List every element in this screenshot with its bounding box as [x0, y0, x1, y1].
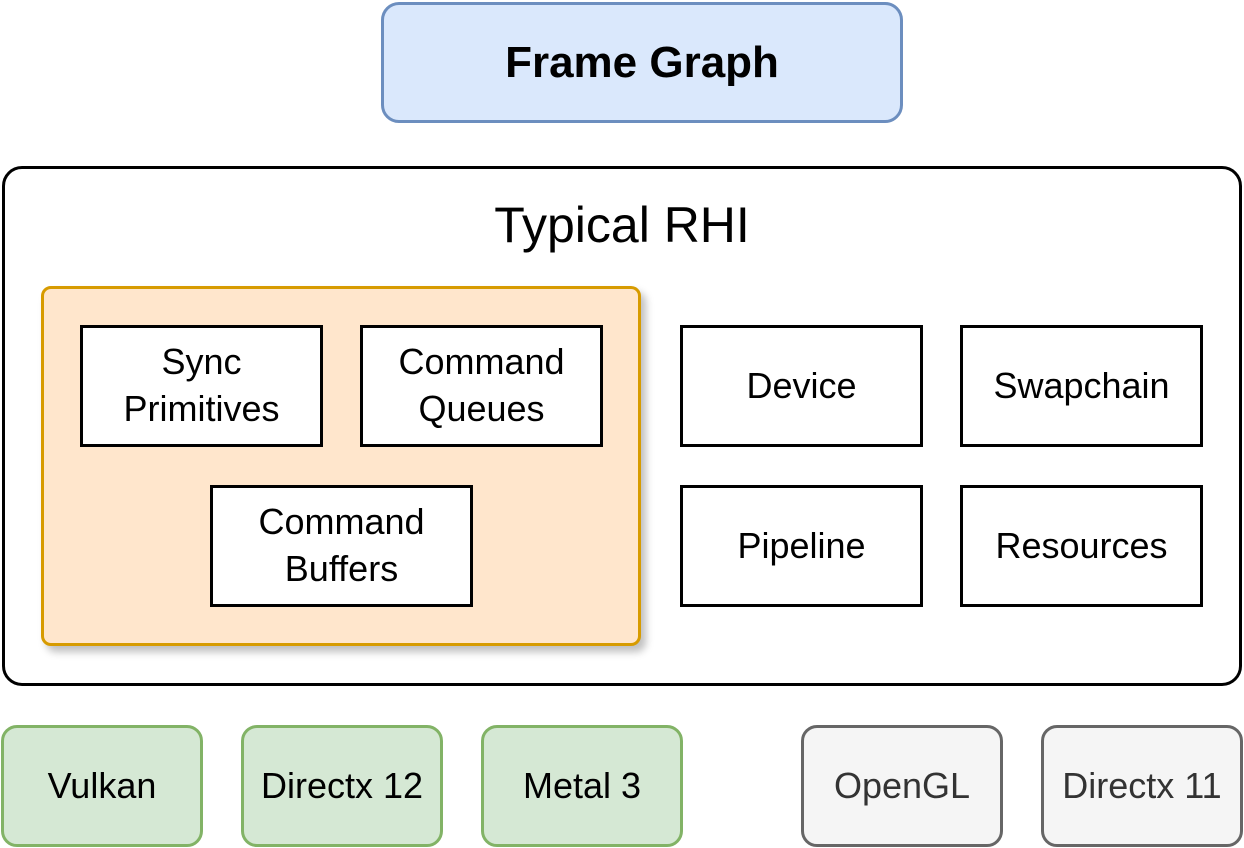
swapchain-node: Swapchain — [960, 325, 1203, 447]
directx11-label: Directx 11 — [1062, 764, 1222, 806]
resources-label: Resources — [995, 524, 1168, 566]
directx12-label: Directx 12 — [260, 764, 424, 806]
command-buffers-label: Command Buffers — [258, 501, 425, 589]
metal3-node: Metal 3 — [481, 725, 683, 847]
metal3-label: Metal 3 — [522, 764, 642, 806]
opengl-node: OpenGL — [801, 725, 1003, 847]
directx12-node: Directx 12 — [241, 725, 443, 847]
directx11-node: Directx 11 — [1041, 725, 1243, 847]
vulkan-label: Vulkan — [47, 764, 157, 806]
rhi-title: Typical RHI — [494, 197, 750, 253]
device-node: Device — [680, 325, 923, 447]
frame-graph-node: Frame Graph — [381, 2, 903, 123]
sync-primitives-label: Sync Primitives — [123, 341, 280, 429]
command-buffers-node: Command Buffers — [210, 485, 473, 607]
swapchain-label: Swapchain — [993, 364, 1170, 406]
pipeline-node: Pipeline — [680, 485, 923, 607]
vulkan-node: Vulkan — [1, 725, 203, 847]
pipeline-label: Pipeline — [737, 524, 866, 566]
resources-node: Resources — [960, 485, 1203, 607]
frame-graph-label: Frame Graph — [505, 37, 779, 87]
command-queues-label: Command Queues — [398, 341, 565, 429]
opengl-label: OpenGL — [833, 764, 971, 806]
device-label: Device — [746, 364, 857, 406]
command-queues-node: Command Queues — [360, 325, 603, 447]
sync-primitives-node: Sync Primitives — [80, 325, 323, 447]
